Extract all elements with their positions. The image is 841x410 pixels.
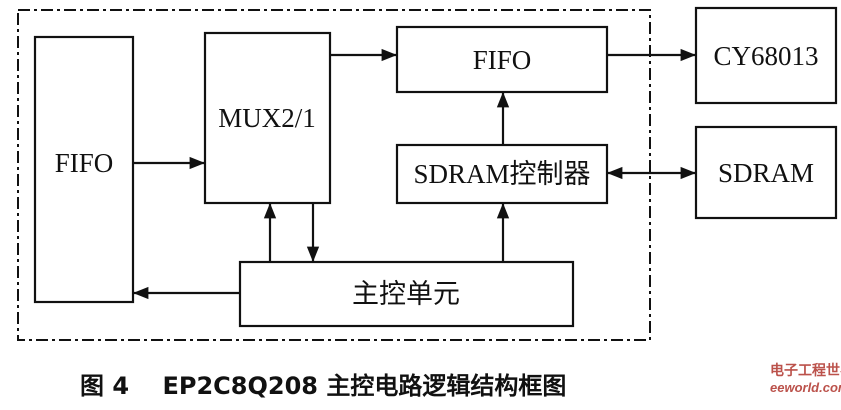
- svg-text:MUX2/1: MUX2/1: [218, 103, 316, 133]
- watermark-logo: 电子工程世界 eeworld.com.cn: [770, 362, 841, 395]
- svg-text:eeworld.com.cn: eeworld.com.cn: [770, 380, 841, 395]
- sdram-block: SDRAM: [694, 125, 838, 220]
- mux-block: MUX2/1: [203, 31, 332, 205]
- svg-text:SDRAM: SDRAM: [718, 158, 814, 188]
- fifo-in-block: FIFO: [33, 35, 135, 304]
- svg-text:SDRAM控制器: SDRAM控制器: [413, 159, 590, 189]
- sdram-controller-block: SDRAM控制器: [395, 143, 609, 205]
- figure-caption: 图 4 EP2C8Q208 主控电路逻辑结构框图: [80, 372, 566, 400]
- fpga-boundary: [17, 9, 651, 341]
- fifo-out-block: FIFO: [395, 25, 609, 94]
- svg-text:FIFO: FIFO: [55, 148, 114, 178]
- main-control-block: 主控单元: [238, 260, 575, 328]
- svg-text:CY68013: CY68013: [713, 41, 818, 71]
- svg-text:电子工程世界: 电子工程世界: [770, 362, 841, 378]
- cy68013-block: CY68013: [694, 6, 838, 105]
- svg-text:FIFO: FIFO: [473, 45, 532, 75]
- svg-text:主控单元: 主控单元: [352, 279, 460, 309]
